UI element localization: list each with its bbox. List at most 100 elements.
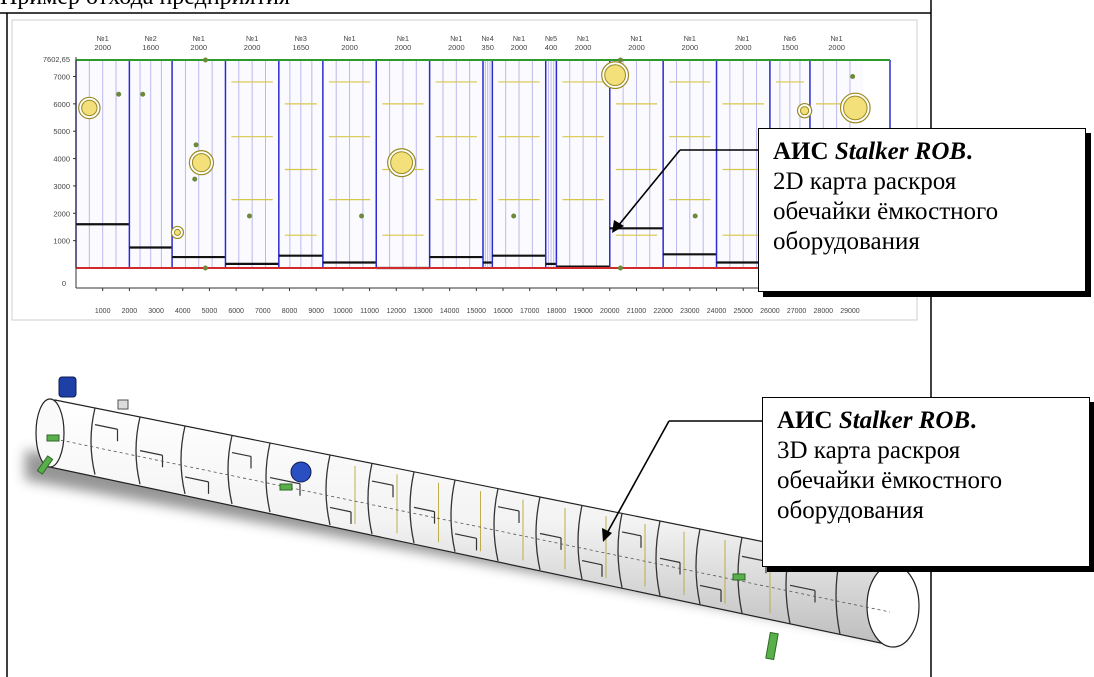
x-tick-4000: 4000 [175,308,191,315]
shell-3d-model [25,376,920,661]
dot-6 [246,213,252,219]
dot-12 [850,73,856,79]
shell-long-seam-7 [413,506,435,513]
leader-3d-arrowhead [602,528,612,542]
callout-2d-prefix: АИС [773,138,835,165]
sheet-8-width: 350 [481,43,494,52]
sheet-2-width: 2000 [190,43,207,52]
sheet-5-width: 2000 [341,43,358,52]
shell-ring-seam-14 [695,528,701,605]
shell-ring-seam-9 [493,488,499,562]
dot-0 [116,91,122,97]
x-tick-12000: 12000 [387,308,407,315]
x-tick-8000: 8000 [282,308,298,315]
sheet-12-label: №1 [630,34,642,43]
hole-6 [843,95,868,121]
callout-2d-suffix: . [966,138,973,165]
callout-2d-product: Stalker ROB [834,138,967,165]
leader-2d-arrowhead [612,220,624,233]
x-tick-7000: 7000 [255,308,271,315]
shell-long-seam-6 [371,480,394,486]
hole-5 [799,106,810,116]
sheet-11-width: 2000 [575,43,592,52]
nozzle-green-bottom-left [36,455,54,475]
callout-3d-line-2: обечайки ёмкостного [777,467,1003,494]
hole-4 [604,64,627,87]
sheet-15-width: 1500 [782,43,799,52]
shell-long-seam-3 [231,451,252,457]
x-tick-19000: 19000 [573,308,593,315]
leader-3d [602,420,762,542]
shell-long-seam-1 [139,450,163,456]
sheet-6-label: №1 [397,34,409,43]
x-tick-24000: 24000 [707,308,727,315]
shell-ring-seam-2 [180,425,186,495]
shell-ring-seam-12 [617,513,623,588]
dot-9 [617,57,623,63]
x-tick-20000: 20000 [600,308,620,315]
shell-ring-seam-0 [90,407,96,475]
x-tick-17000: 17000 [520,308,540,315]
sheet-10-width: 400 [545,43,558,52]
x-tick-6000: 6000 [228,308,244,315]
sheet-13-label: №1 [684,34,696,43]
sheet-7-width: 2000 [448,43,465,52]
x-tick-18000: 18000 [547,308,567,315]
x-tick-29000: 29000 [840,308,860,315]
sheet-14-label: №1 [737,34,749,43]
sheet-9-width: 2000 [511,43,528,52]
shell-long-seam-4 [269,476,301,485]
x-tick-10000: 10000 [333,308,353,315]
shell-long-seam-14 [699,584,722,591]
y-tick-0: 0 [62,279,66,288]
callout-2d-line-3: оборудования [773,228,920,255]
x-tick-15000: 15000 [467,308,487,315]
nozzle-green-mid [279,483,293,491]
callout-3d: АИС Stalker ROB. 3D карта раскроя обечай… [762,397,1090,567]
y-tick-5000: 5000 [53,127,70,136]
shell-ring-seam-5 [325,454,331,526]
callout-2d: АИС Stalker ROB. 2D карта раскроя обечай… [758,128,1086,292]
callout-2d-line-2: обечайки ёмкостного [773,198,999,225]
dot-10 [617,265,623,271]
y-tick-7000: 7000 [53,72,70,81]
y-tick-1000: 1000 [53,237,70,246]
nozzle-blue-mid [290,461,312,483]
sheet-4-width: 1650 [293,43,310,52]
x-tick-5000: 5000 [202,308,218,315]
x-tick-3000: 3000 [148,308,164,315]
shell-long-seam-10 [539,532,562,539]
shell-long-seam-12 [621,531,642,537]
callout-3d-product: Stalker ROB [838,407,971,434]
dot-8 [511,213,517,219]
sheet-16-width: 2000 [828,43,845,52]
hole-3 [390,151,414,175]
sheet-0-width: 2000 [94,43,111,52]
sheet-3-label: №1 [246,34,258,43]
hole-0 [81,99,98,117]
sheet-1-label: №2 [145,34,157,43]
sheet-14-width: 2000 [735,43,752,52]
x-tick-25000: 25000 [733,308,753,315]
shell-seams [54,407,891,635]
sheet-3-width: 2000 [244,43,261,52]
shell-ring-seam-8 [450,479,456,552]
nozzle-green-right-low [765,631,779,661]
dot-11 [692,213,698,219]
sheet-2-label: №1 [193,34,205,43]
x-tick-14000: 14000 [440,308,460,315]
sheet-13-width: 2000 [681,43,698,52]
sheet-0-label: №1 [97,34,109,43]
x-tick-11000: 11000 [360,308,379,315]
callout-3d-heading: АИС Stalker ROB. [777,406,1079,436]
shell-ring-seam-13 [655,520,661,596]
leader-2d [612,149,758,233]
callout-2d-heading: АИС Stalker ROB. [773,137,1075,167]
shell-ring-seam-3 [227,435,233,505]
y-max-label: 7602,65 [43,55,70,64]
y-tick-4000: 4000 [53,155,70,164]
x-tick-27000: 27000 [787,308,807,315]
x-tick-1000: 1000 [95,308,111,315]
sheet-15-label: №6 [784,34,796,43]
sheet-12-width: 2000 [628,43,645,52]
